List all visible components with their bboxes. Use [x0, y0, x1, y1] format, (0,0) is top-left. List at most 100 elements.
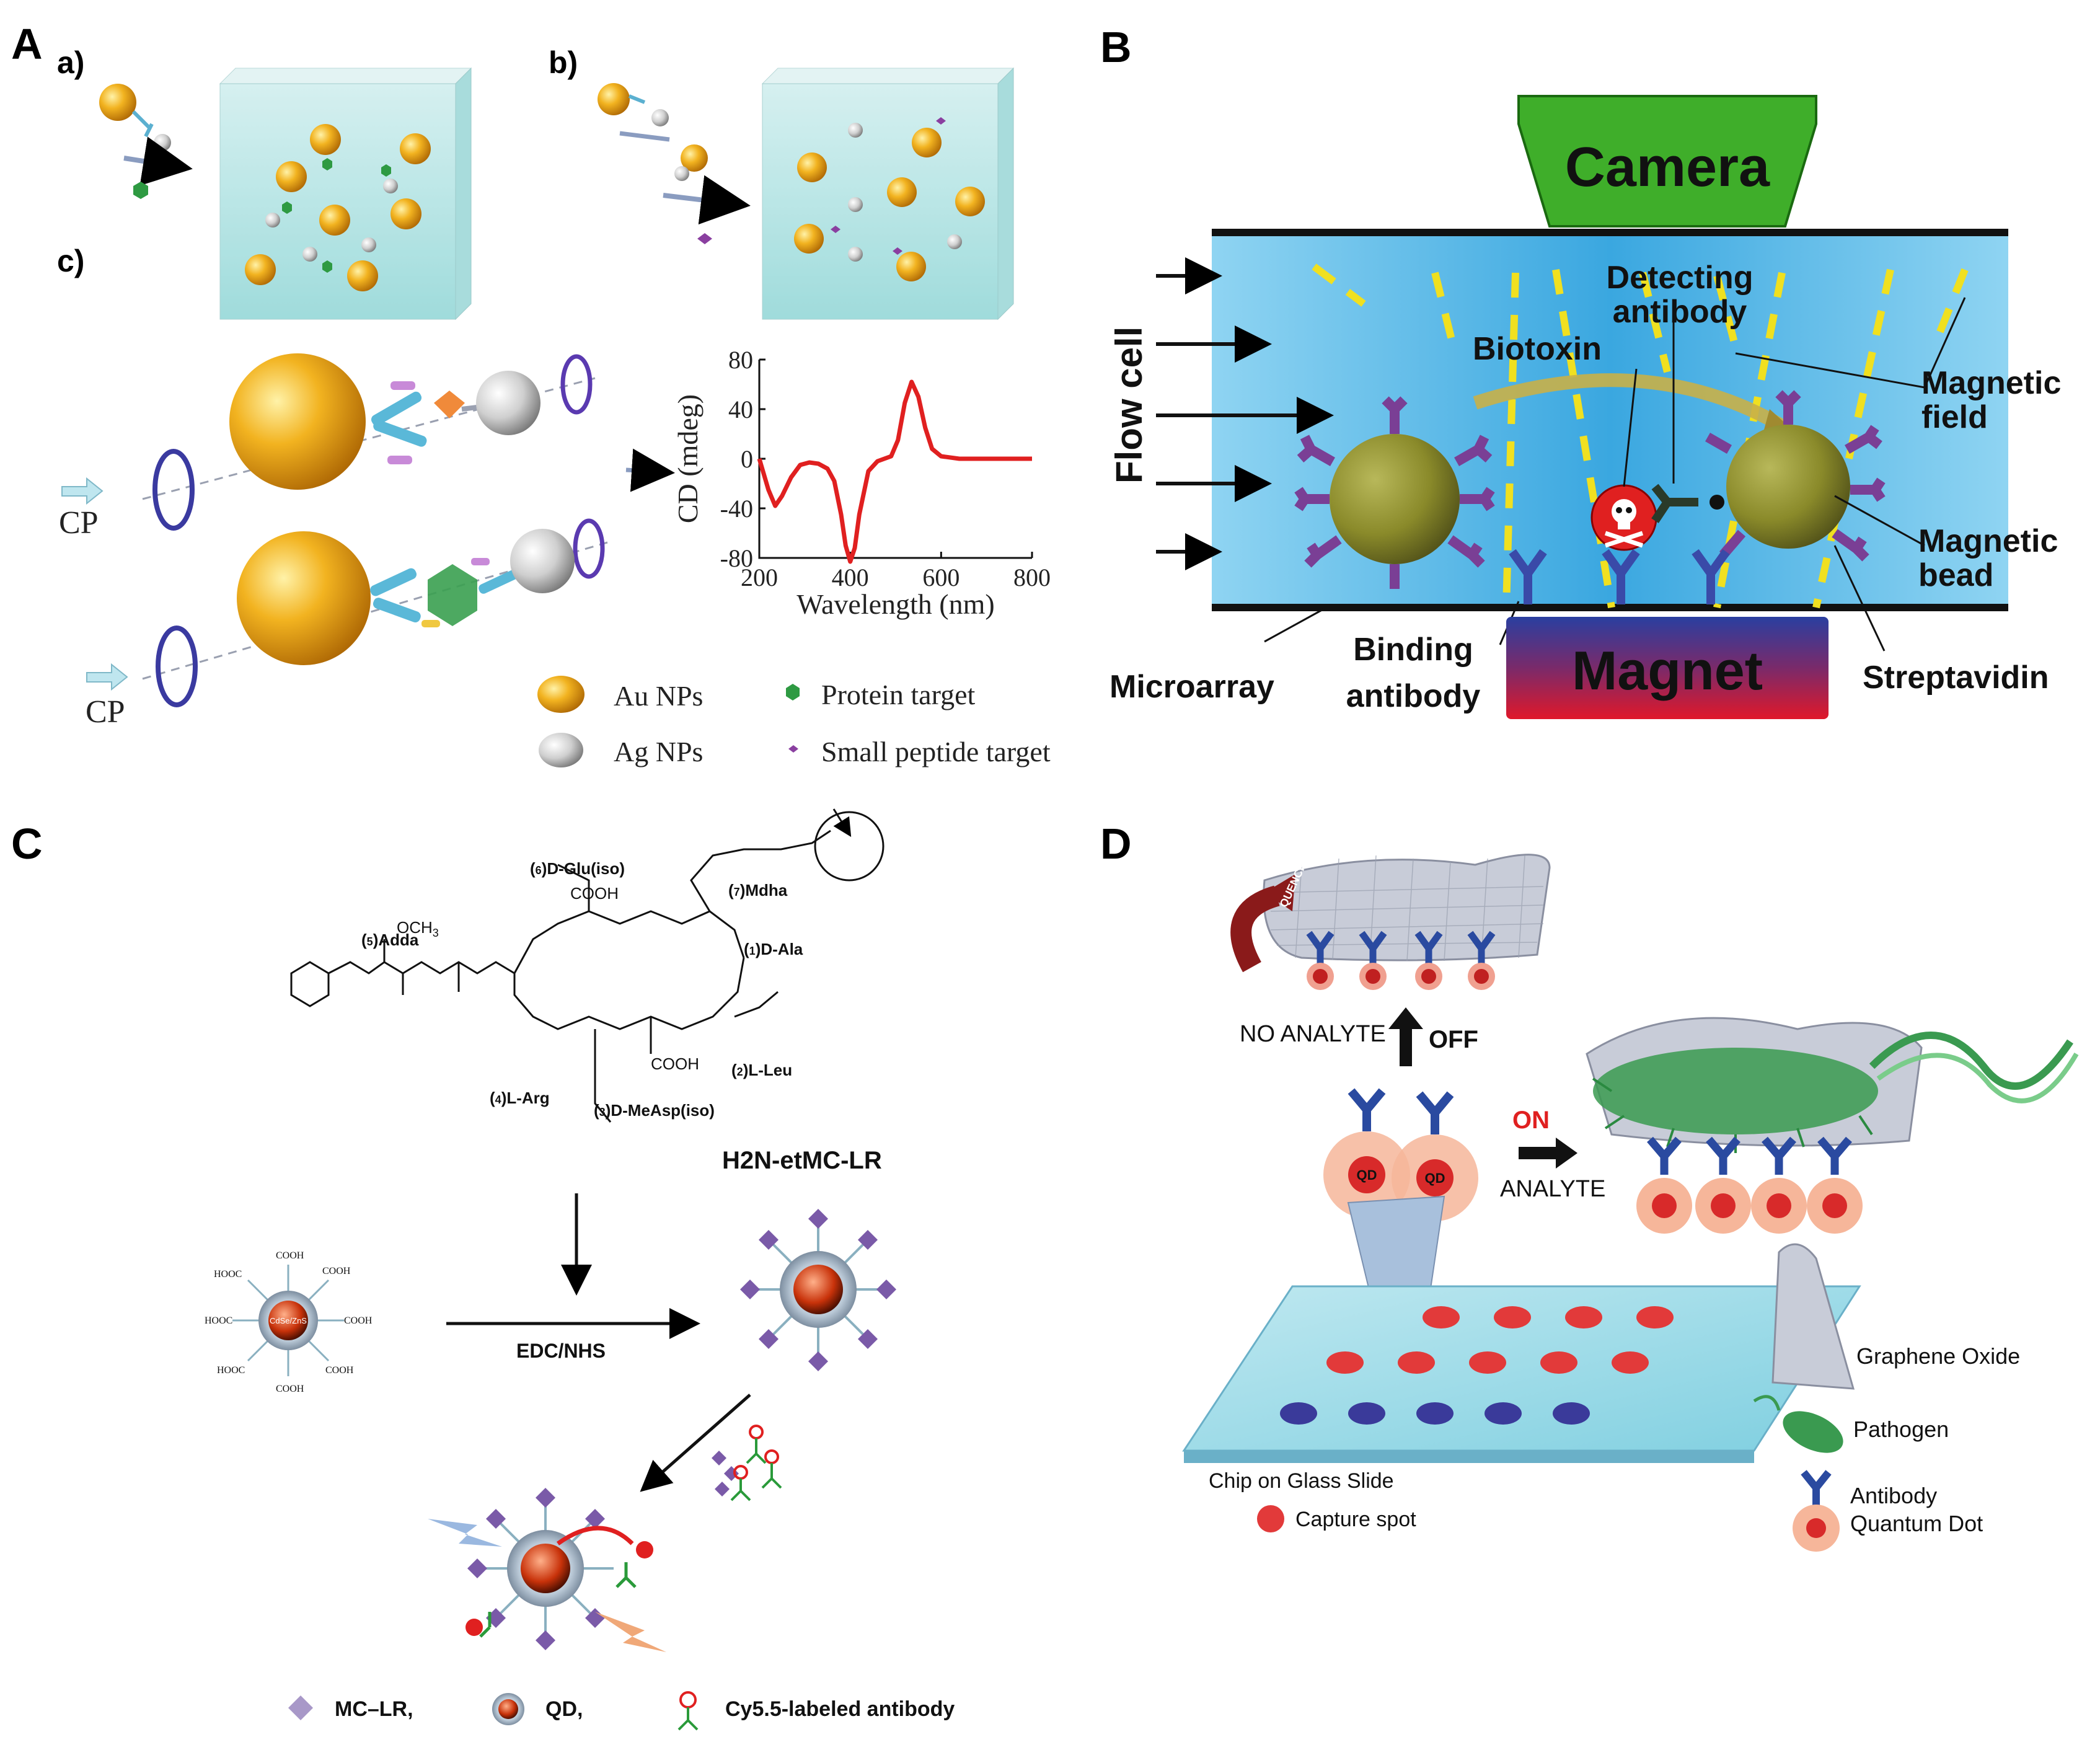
magnetic-field-label-1: Magnetic: [1921, 365, 2061, 401]
mc-lr-structure: [290, 808, 885, 1123]
cd-xtick-label: 800: [1013, 564, 1051, 591]
analyte-label: ANALYTE: [1500, 1176, 1605, 1202]
protein-target-swatch: [786, 684, 800, 701]
cd-ytick-label: -40: [720, 495, 753, 523]
magnet-label: Magnet: [1572, 640, 1763, 701]
peptide-target-swatch: [788, 745, 798, 753]
subpanel-c-conjugate-protein: [142, 518, 608, 707]
cy55-antibody-swatch: [677, 1707, 699, 1731]
off-label: OFF: [1429, 1026, 1478, 1053]
cd-series-line: [757, 379, 1032, 564]
biotoxin-icon: [1590, 484, 1657, 551]
cooh-term-5: COOH: [276, 1384, 304, 1394]
quantum-dot-swatch: [1806, 1518, 1826, 1538]
cd-xtick-label: 400: [832, 564, 869, 591]
subpanel-b-reagents: [598, 83, 751, 244]
legend-peptide: Small peptide target: [821, 736, 1051, 767]
cd-xtick-label: 200: [741, 564, 778, 591]
capture-spots-blue: [1280, 1402, 1590, 1425]
cp-arrow-2: CP: [86, 663, 128, 730]
legend-cy55: Cy5.5-labeled antibody: [725, 1697, 955, 1721]
mc-lr-qd-conjugate: [740, 1209, 896, 1371]
cd-ytick-label: 0: [741, 445, 753, 473]
magnetic-bead-label-1: Magnetic: [1918, 523, 2058, 559]
subpanel-a-cube: [219, 67, 472, 320]
panel-b-letter: B: [1100, 23, 1132, 71]
magnet-icon: [1506, 617, 1829, 719]
panel-b: B Camera Flow cell: [1100, 23, 2061, 719]
svg-text:(5)Adda: (5)Adda: [361, 931, 419, 949]
mdha-label: Mdha: [745, 881, 787, 900]
adda-label: Adda: [378, 931, 419, 949]
measp-label: D-MeAsp(iso): [611, 1101, 715, 1120]
microarray-label: Microarray: [1110, 669, 1274, 705]
cd-xtick-label: 600: [922, 564, 960, 591]
on-label: ON: [1512, 1107, 1550, 1134]
legend-qd: QD,: [545, 1697, 583, 1721]
qd-swatch: [498, 1699, 518, 1719]
cp-label-2: CP: [86, 694, 125, 730]
detecting-antibody-label-2: antibody: [1613, 294, 1747, 330]
subpanel-c-conjugate-peptide: [142, 353, 596, 531]
pathogen-label: Pathogen: [1853, 1417, 1949, 1442]
cp-label-1: CP: [59, 505, 99, 541]
svg-text:OCH3: OCH3: [397, 918, 439, 939]
subpanel-a-label: a): [57, 45, 84, 80]
legend-au: Au NPs: [614, 680, 703, 712]
glass-slide-chip: [1182, 1285, 1861, 1463]
antibody-swatch: [1801, 1470, 1832, 1506]
svg-text:(7)Mdha: (7)Mdha: [728, 881, 788, 900]
subpanel-b-cube: [761, 67, 1015, 320]
binding-antibodies: [1509, 549, 1730, 604]
edc-nhs-label: EDC/NHS: [516, 1340, 606, 1362]
glu-label: D-Glu(iso): [547, 859, 625, 878]
mclr-swatch: [288, 1695, 313, 1720]
bead-motion-arrow: [1473, 373, 1789, 434]
cd-ytick-label: -80: [720, 544, 753, 572]
binding-antibody-label-1: Binding: [1353, 632, 1473, 668]
au-np-swatch: [537, 676, 585, 713]
subpanel-a-reagents: [99, 84, 193, 199]
graphene-pathogen-complex: [1586, 1017, 2079, 1234]
svg-text:HOOC: HOOC: [214, 1269, 242, 1280]
svg-text:(2)L-Leu: (2)L-Leu: [731, 1061, 792, 1079]
capture-spot-label: Capture spot: [1295, 1508, 1416, 1531]
legend-mclr: MC–LR,: [335, 1697, 413, 1721]
flow-arrows: [1156, 257, 1334, 570]
chip-label: Chip on Glass Slide: [1209, 1469, 1394, 1493]
on-arrow: [1519, 1138, 1577, 1169]
magnetic-bead-left: [1294, 396, 1495, 589]
detection-arrow: [640, 1394, 751, 1492]
magnetic-bead-label-2: bead: [1918, 557, 1993, 593]
bare-qd: CdSe/ZnS COOH COOH COOH COOH COOH HOOC H…: [205, 1250, 373, 1394]
camera-icon: [1517, 95, 1817, 228]
och3-label: OCH: [397, 918, 433, 937]
cp-arrow-1: CP: [59, 477, 104, 541]
panel-c-letter: C: [11, 820, 43, 868]
biotoxin-label: Biotoxin: [1473, 331, 1602, 367]
magnetic-field-label-2: field: [1921, 399, 1988, 435]
graphene-oxide-swatch: [1771, 1243, 1855, 1390]
off-arrow: [1388, 1007, 1423, 1066]
leu-label: L-Leu: [748, 1061, 792, 1079]
graphene-oxide-label: Graphene Oxide: [1856, 1343, 2020, 1369]
panel-d-letter: D: [1100, 820, 1132, 868]
arg-label: L-Arg: [506, 1089, 549, 1107]
capture-spots-red: [1326, 1306, 1674, 1374]
qd-core-label: CdSe/ZnS: [270, 1316, 307, 1325]
magnetic-bead-right: [1705, 390, 1886, 562]
flow-cell-label: Flow cell: [1108, 327, 1150, 484]
ag-np-swatch: [539, 733, 583, 767]
detecting-antibody-label-1: Detecting: [1607, 260, 1754, 296]
svg-text:(3)D-MeAsp(iso): (3)D-MeAsp(iso): [594, 1101, 715, 1120]
camera-label: Camera: [1565, 136, 1770, 198]
compound-label: H2N-etMC-LR: [722, 1147, 882, 1174]
capture-spot-swatch: [1257, 1505, 1284, 1532]
svg-text:HOOC: HOOC: [205, 1315, 232, 1326]
svg-text:(6)D-Glu(iso): (6)D-Glu(iso): [530, 859, 625, 878]
quantum-dot-label: Quantum Dot: [1850, 1511, 1983, 1536]
cd-ylabel: CD (mdeg): [672, 394, 704, 523]
antibody-label: Antibody: [1850, 1483, 1937, 1508]
